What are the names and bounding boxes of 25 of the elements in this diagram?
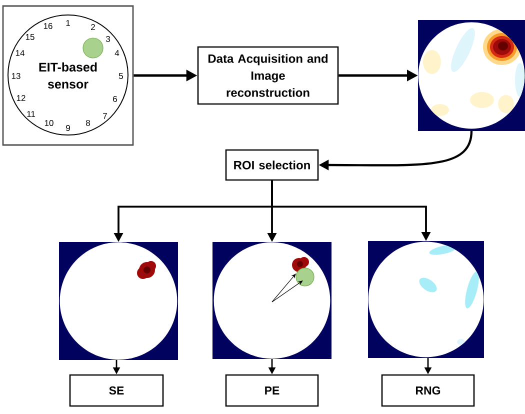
electrode-number: 2 <box>91 24 95 30</box>
electrode-number: 4 <box>114 50 120 56</box>
electrode-number: 9 <box>66 125 70 131</box>
electrode-number: 16 <box>44 23 52 29</box>
electrode-number: 5 <box>118 73 124 79</box>
tomography-image <box>368 241 484 358</box>
process-box: ROI selection <box>225 149 319 181</box>
tomography-image <box>212 242 332 359</box>
electrode-number: 13 <box>12 73 20 79</box>
electrode-number: 8 <box>86 120 90 126</box>
electrode-number: 11 <box>27 111 35 117</box>
process-box: Data Acquisition and Image reconstruction <box>197 46 339 105</box>
electrode-number: 12 <box>16 95 26 101</box>
electrode-number: 10 <box>44 120 54 126</box>
electrode-number: 15 <box>26 34 34 40</box>
electrode-number: 6 <box>113 96 117 102</box>
tomography-image <box>418 20 525 131</box>
electrode-number: 14 <box>16 50 24 56</box>
output-box: PE <box>225 374 319 407</box>
output-box: RNG <box>381 374 475 407</box>
output-box: SE <box>69 374 164 407</box>
electrode-number: 3 <box>106 36 110 42</box>
electrode-number: 1 <box>66 20 70 26</box>
electrode-number: 7 <box>103 113 107 119</box>
tomography-image <box>59 242 178 360</box>
